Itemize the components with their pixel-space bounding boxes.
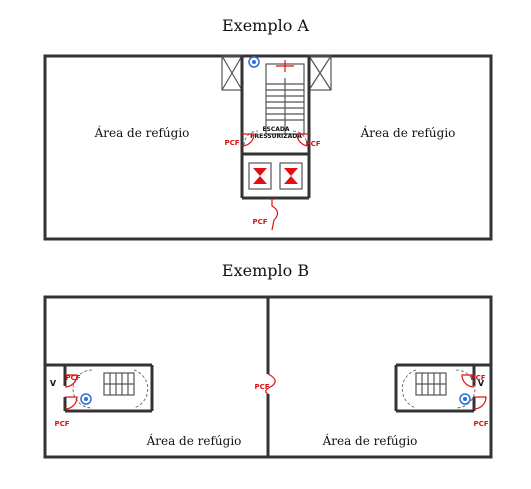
door-swing-b-center (265, 373, 276, 395)
wheelchair-icon-left (80, 393, 92, 405)
wheelchair-icon-right (459, 393, 471, 405)
door-swing-b-right-upper (461, 374, 475, 388)
door-swing-a-bottom (271, 198, 279, 231)
example-b-left-area: Área de refúgio (146, 433, 242, 448)
door-swing-b-right-lower (473, 396, 487, 410)
example-b-title: Exemplo B (221, 261, 310, 280)
landing-arc-left (243, 130, 259, 146)
stair-label-1: ESCADA (262, 126, 289, 133)
v-label-left: V (50, 379, 57, 388)
door-swing-b-left-lower (64, 396, 78, 410)
elevator-icon-left (253, 168, 267, 184)
stair-label-2: PRESSURIZADA (250, 133, 302, 140)
pcf-label-b-right-lower: PCF (473, 420, 488, 428)
pcf-label-a2: PCF (305, 140, 320, 148)
wheelchair-icon (248, 56, 260, 68)
example-a-plan: ESCADA PRESSURIZADA Área de refúgio Área… (43, 54, 493, 241)
example-a-left-area: Área de refúgio (94, 125, 190, 140)
pcf-label-a3: PCF (252, 218, 267, 226)
door-swing-a-right (296, 133, 310, 147)
elevator-box-left (248, 162, 272, 190)
pcf-label-b-left-lower: PCF (54, 420, 69, 428)
elevator-box-right (279, 162, 303, 190)
pcf-label-b-left-upper: PCF (65, 374, 80, 382)
left-stair-core (45, 363, 154, 413)
example-a-right-area: Área de refúgio (360, 125, 456, 140)
pcf-label-a1: PCF (224, 139, 239, 147)
example-b-right-area: Área de refúgio (322, 433, 418, 448)
elevator-icon-right (284, 168, 298, 184)
example-a-outer-wall (43, 54, 493, 241)
example-a-title: Exemplo A (222, 16, 309, 35)
pcf-label-b-center: PCF (254, 383, 269, 391)
pcf-label-b-right-upper: PCF (470, 374, 485, 382)
v-label-right: V (478, 379, 485, 388)
right-stair-core (394, 363, 491, 413)
landing-arc-right (292, 130, 308, 146)
door-swing-b-left-upper (64, 374, 78, 388)
stair-treads (266, 83, 304, 121)
door-swing-a-left (241, 133, 255, 147)
example-b-plan: PCF V PCF PCF (43, 295, 493, 459)
